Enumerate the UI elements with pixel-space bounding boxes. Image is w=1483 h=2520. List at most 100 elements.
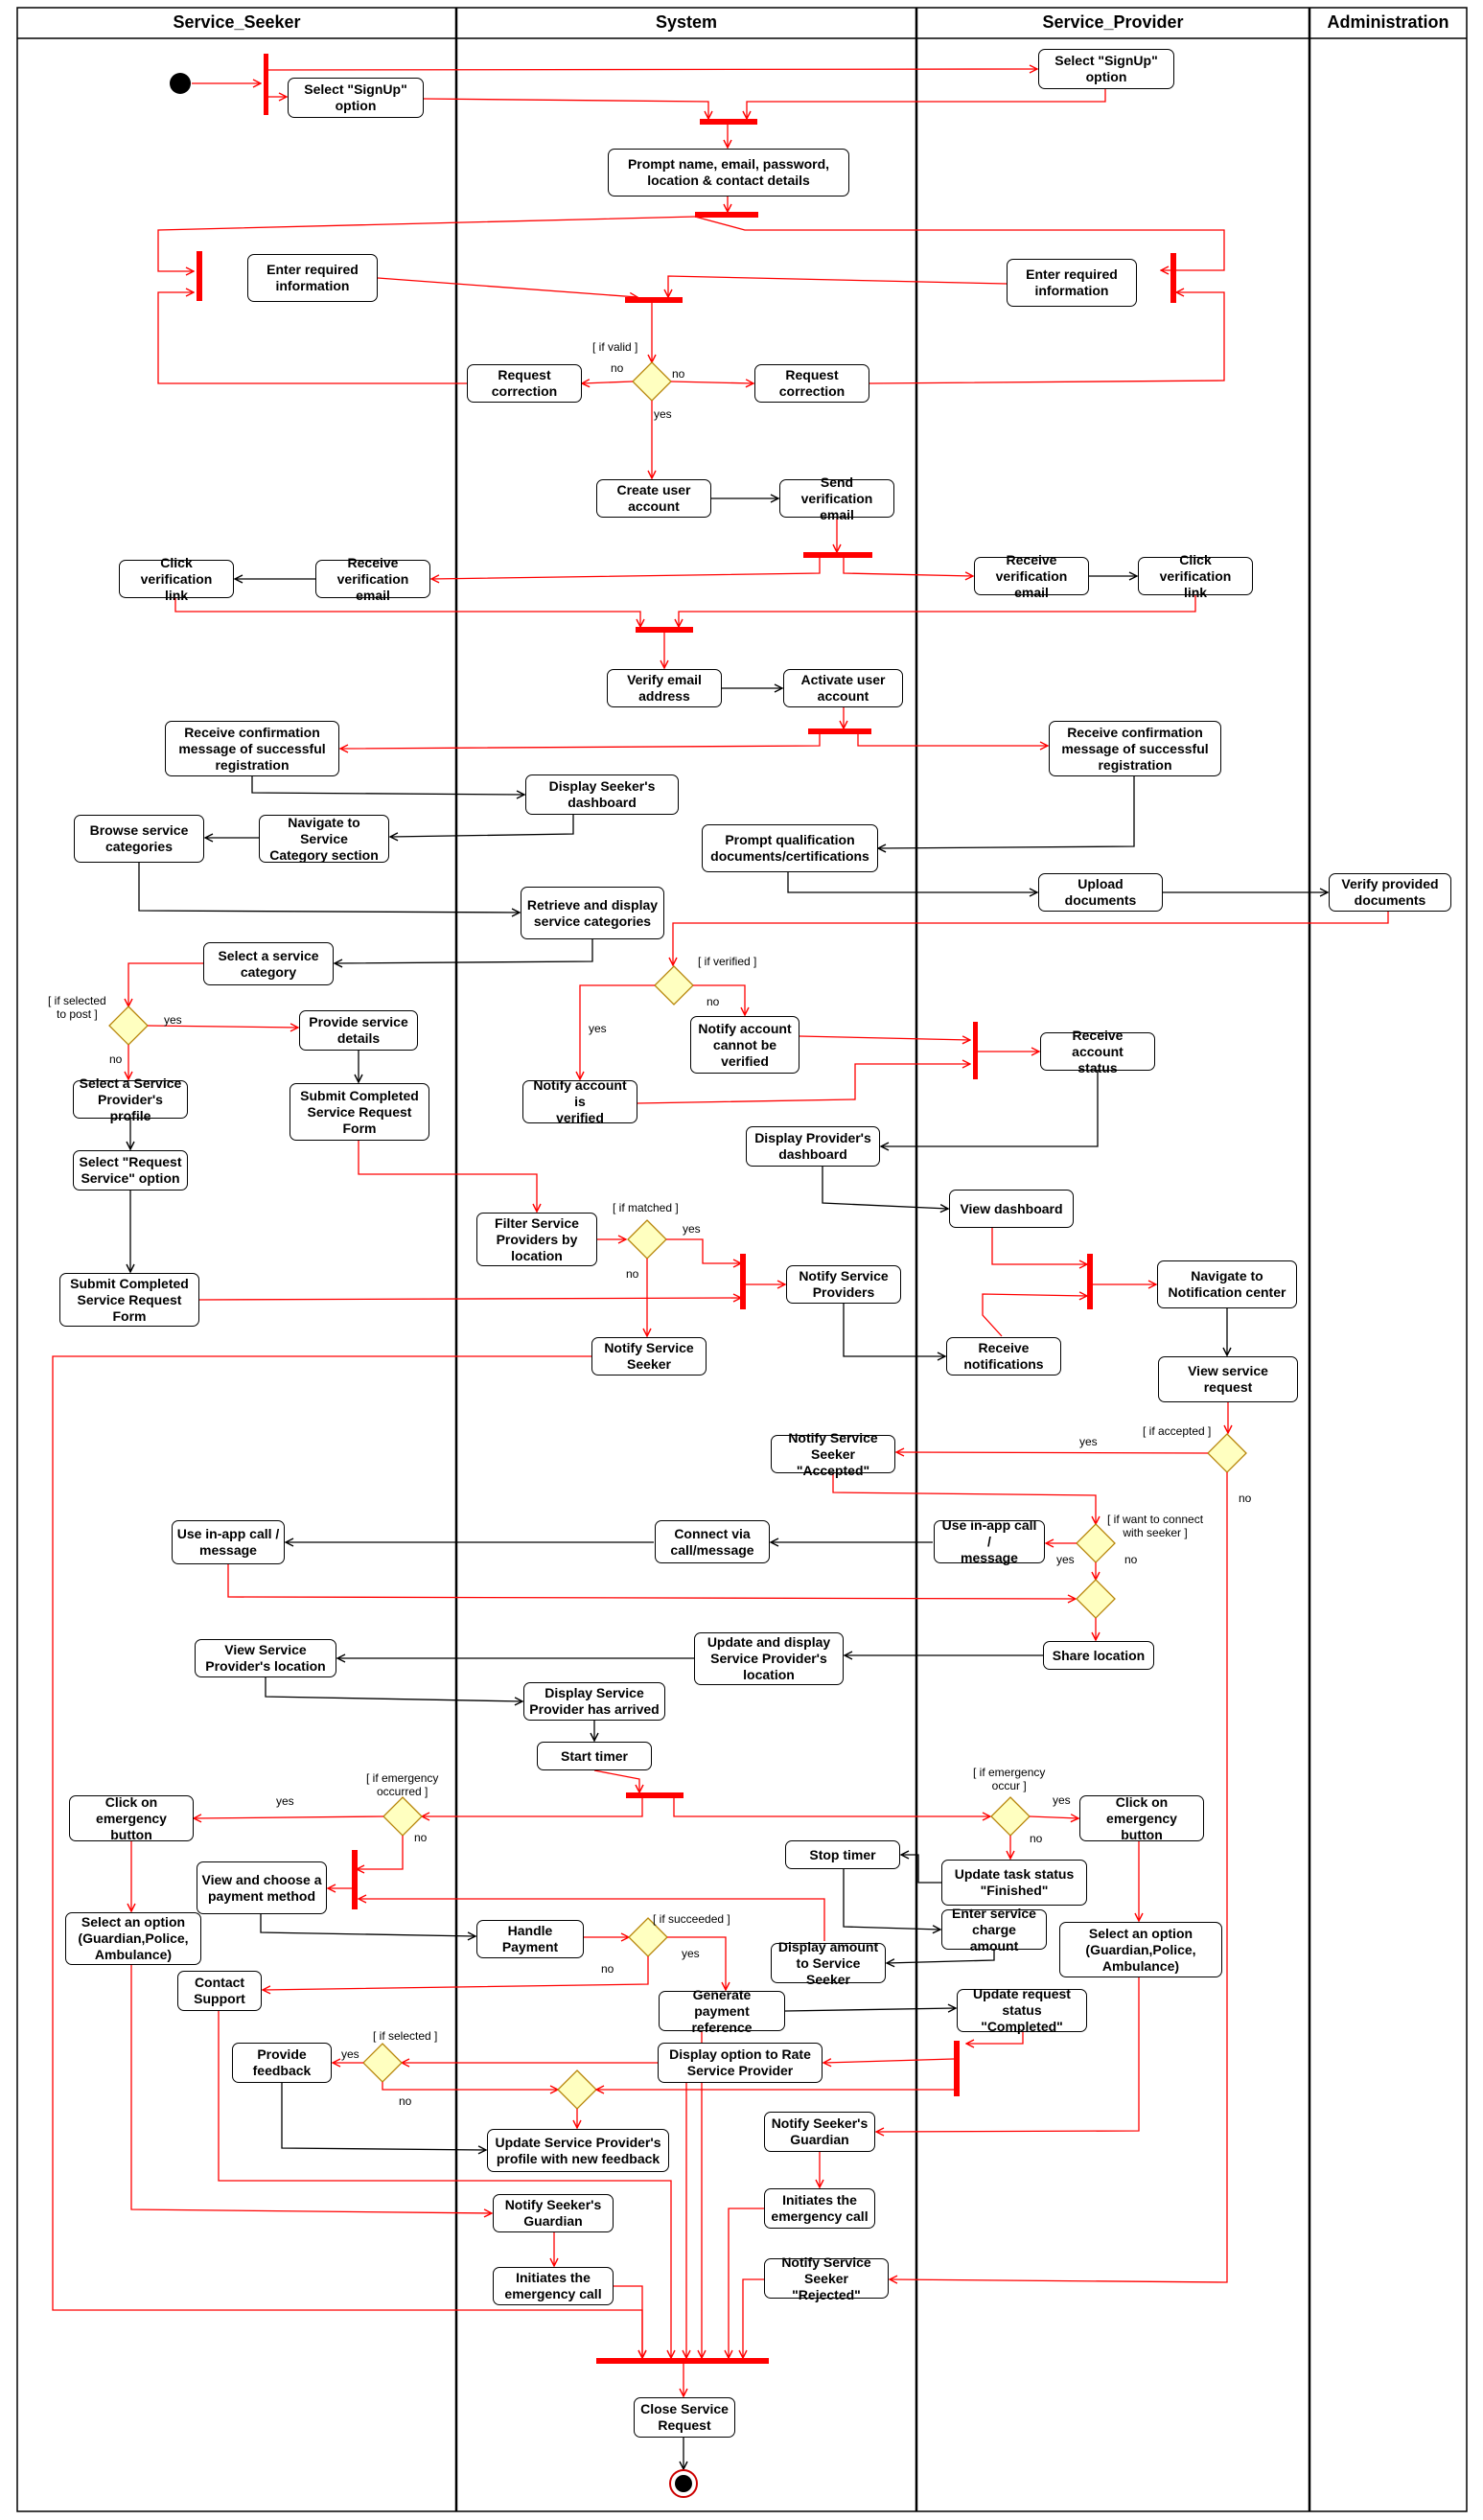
activity-submit-form-2: Submit Completed Service Request Form xyxy=(59,1273,199,1327)
guard-label-valid-yes: yes xyxy=(654,407,672,421)
guard-label-emergency-provider-yes: yes xyxy=(1053,1793,1071,1807)
control-flow-81 xyxy=(673,1798,990,1816)
guard-label-emergency-provider-no: no xyxy=(1030,1832,1043,1845)
control-flow-21 xyxy=(843,558,973,576)
control-flow-37 xyxy=(138,863,520,913)
guard-label-verified-no: no xyxy=(707,995,720,1008)
activity-view-service-request: View service request xyxy=(1158,1356,1298,1402)
control-flow-46 xyxy=(637,1064,970,1104)
control-flow-111 xyxy=(614,2285,642,2358)
control-flow-25 xyxy=(679,595,1196,627)
control-flow-86 xyxy=(901,1855,941,1884)
activity-request-correction-provider: Request correction xyxy=(754,364,869,403)
guard-label-selected-no: no xyxy=(399,2094,412,2108)
sync-bar-4 xyxy=(197,251,202,301)
control-flow-14 xyxy=(670,381,753,383)
control-flow-88 xyxy=(359,1899,825,1941)
activity-seeker-click-link: Click verification link xyxy=(119,555,234,603)
activity-generate-reference: Generate payment reference xyxy=(659,1987,785,2035)
guard-label-post-yes: yes xyxy=(164,1013,182,1027)
initial-node xyxy=(170,73,191,94)
guard-label-succeeded-yes: yes xyxy=(682,1947,700,1960)
activity-display-amount: Display amount to Service Seeker xyxy=(771,1939,886,1987)
sync-bar-7 xyxy=(803,552,872,558)
activity-update-completed: Update request status "Completed" xyxy=(957,1986,1087,2034)
guard-label-accepted-no: no xyxy=(1239,1491,1252,1505)
control-flow-89 xyxy=(843,1869,940,1930)
control-flow-110 xyxy=(218,2011,671,2358)
guard-label-matched-yes: yes xyxy=(683,1222,701,1236)
activity-provider-signup: Select "SignUp" option xyxy=(1038,49,1174,89)
activity-receive-status: Receive account status xyxy=(1040,1028,1155,1075)
control-flow-73 xyxy=(227,1564,1076,1599)
guard-label-post-no: no xyxy=(109,1052,123,1066)
activity-request-correction-seeker: Request correction xyxy=(467,364,582,403)
control-flow-40 xyxy=(693,984,745,1015)
lane-title-system: System xyxy=(655,12,718,32)
activity-provider-click-link: Click verification link xyxy=(1138,552,1253,600)
activity-verify-email: Verify email address xyxy=(607,669,722,707)
control-flow-59 xyxy=(991,1228,1087,1264)
activity-upload-documents: Upload documents xyxy=(1038,873,1163,912)
activity-provide-details: Provide service details xyxy=(299,1010,418,1051)
activity-view-dashboard: View dashboard xyxy=(949,1190,1074,1228)
activity-activate-account: Activate user account xyxy=(783,669,903,707)
control-flow-82 xyxy=(194,1816,384,1818)
activity-verify-documents: Verify provided documents xyxy=(1329,873,1451,912)
decision-if-emergency-occur xyxy=(990,1796,1031,1837)
control-flow-102 xyxy=(382,2082,558,2090)
control-flow-106 xyxy=(876,1977,1140,2132)
sync-bar-13 xyxy=(626,1792,684,1798)
control-flow-33 xyxy=(878,776,1135,848)
activity-notify-verified: Notify account is verified xyxy=(522,1077,637,1125)
activity-contact-support: Contact Support xyxy=(177,1971,262,2011)
control-flow-41 xyxy=(580,984,655,1079)
activity-provider-confirmation: Receive confirmation message of successf… xyxy=(1049,721,1221,776)
control-flow-45 xyxy=(799,1036,970,1040)
control-flow-79 xyxy=(593,1769,639,1792)
activity-notify-guardian-provider: Notify Seeker's Guardian xyxy=(764,2112,875,2152)
control-flow-62 xyxy=(843,1304,945,1356)
control-flow-32 xyxy=(390,815,574,837)
activity-notify-not-verified: Notify account cannot be verified xyxy=(690,1016,799,1074)
guard-label-if-emergency-provider: [ if emergency occur ] xyxy=(973,1766,1046,1792)
decision-if-matched xyxy=(627,1219,667,1260)
activity-notify-seeker: Notify Service Seeker xyxy=(591,1337,707,1376)
guard-label-connect-yes: yes xyxy=(1056,1553,1075,1566)
control-flow-66 xyxy=(896,1452,1209,1453)
sync-bar-6 xyxy=(625,297,683,303)
control-flow-93 xyxy=(260,1914,475,1936)
control-flow-83 xyxy=(357,1836,404,1869)
activity-provide-feedback: Provide feedback xyxy=(232,2043,332,2083)
activity-navigate-category: Navigate to Service Category section xyxy=(259,815,389,863)
control-flow-99 xyxy=(823,2059,955,2063)
lane-title-service-provider: Service_Provider xyxy=(1042,12,1184,32)
activity-select-request-service: Select "Request Service" option xyxy=(73,1150,188,1191)
control-flow-48 xyxy=(881,1071,1099,1146)
decision-if-selected-to-post xyxy=(108,1006,149,1046)
control-flow-80 xyxy=(422,1798,643,1816)
activity-initiate-call-seeker: Initiates the emergency call xyxy=(493,2267,614,2305)
guard-label-if-verified: [ if verified ] xyxy=(698,955,757,968)
guard-label-emergency-seeker-yes: yes xyxy=(276,1794,294,1808)
control-flow-31 xyxy=(251,776,524,795)
guard-label-emergency-seeker-no: no xyxy=(414,1831,428,1844)
guard-label-if-selected: [ if selected ] xyxy=(373,2029,438,2043)
activity-filter-providers: Filter Service Providers by location xyxy=(476,1213,597,1266)
lane-title-service-seeker: Service_Seeker xyxy=(173,12,301,32)
activity-provider-inapp: Use in-app call / message xyxy=(934,1517,1045,1565)
guard-label-if-connect: [ if want to connect with seeker ] xyxy=(1107,1513,1204,1539)
guard-label-if-accepted: [ if accepted ] xyxy=(1143,1424,1212,1438)
activity-seeker-confirmation: Receive confirmation message of successf… xyxy=(165,721,339,776)
guard-label-if-valid: [ if valid ] xyxy=(592,340,638,354)
control-flow-53 xyxy=(358,1141,537,1212)
activity-handle-payment: Handle Payment xyxy=(476,1920,584,1958)
activity-view-payment: View and choose a payment method xyxy=(197,1861,327,1914)
sync-bar-5 xyxy=(1170,253,1176,303)
control-flow-77 xyxy=(265,1677,522,1701)
decision-if-selected xyxy=(362,2043,403,2083)
control-flow-60 xyxy=(982,1294,1087,1337)
control-flow-55 xyxy=(666,1238,741,1263)
